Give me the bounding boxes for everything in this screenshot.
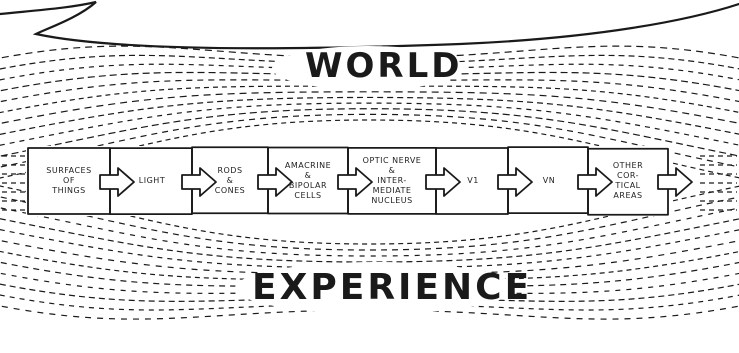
world-clearing [272,46,464,90]
field-line-upper [0,45,739,59]
field-line-lower [0,261,739,287]
field-line-lower [0,207,739,257]
step-optic-nerve: OPTIC NERVE & INTER- MEDIATE NUCLEUS [350,148,434,214]
flow-arrow [181,167,217,197]
field-line-lower [0,305,739,320]
field-line-lower [0,196,739,251]
speech-bubble-outline [0,0,739,50]
step-label: OPTIC NERVE & INTER- MEDIATE NUCLEUS [362,156,422,205]
flow-arrow [657,167,693,197]
flow-arrow [99,167,135,197]
flow-arrow [577,167,613,197]
flow-arrow [425,167,461,197]
step-label: OTHER COR- TICAL AREAS [612,161,644,200]
flow-arrow [497,167,533,197]
step-label: SURFACES OF THINGS [46,166,92,195]
step-v1: V1 [440,148,506,214]
field-line-upper [0,108,739,157]
flow-arrow [257,167,293,197]
field-line-upper [0,102,739,146]
field-line-lower [0,239,739,275]
step-label: V1 [467,176,479,185]
field-line-upper [0,79,739,103]
step-light: LIGHT [112,148,192,214]
step-vn: VN [512,148,586,214]
field-line-lower [0,218,739,263]
field-line-upper [0,113,739,168]
flow-arrow [337,167,373,197]
step-amacrine-bipolar: AMACRINE & BIPOLAR CELLS [270,148,346,214]
step-rods-cones: RODS & CONES [194,148,266,214]
step-label: VN [542,176,556,185]
field-line-upper [0,85,739,114]
step-label: AMACRINE & BIPOLAR CELLS [284,161,332,200]
experience-label: EXPERIENCE [252,267,533,308]
step-surfaces-of-things: SURFACES OF THINGS [30,148,108,214]
experience-clearing [235,262,515,314]
field-line-lower [0,272,739,294]
field-line-upper [0,96,739,135]
step-label: LIGHT [138,176,166,185]
field-line-upper [0,91,739,125]
world-label: WORLD [305,46,463,86]
step-label: RODS & CONES [214,166,246,195]
step-other-cortical-areas: OTHER COR- TICAL AREAS [592,148,664,214]
